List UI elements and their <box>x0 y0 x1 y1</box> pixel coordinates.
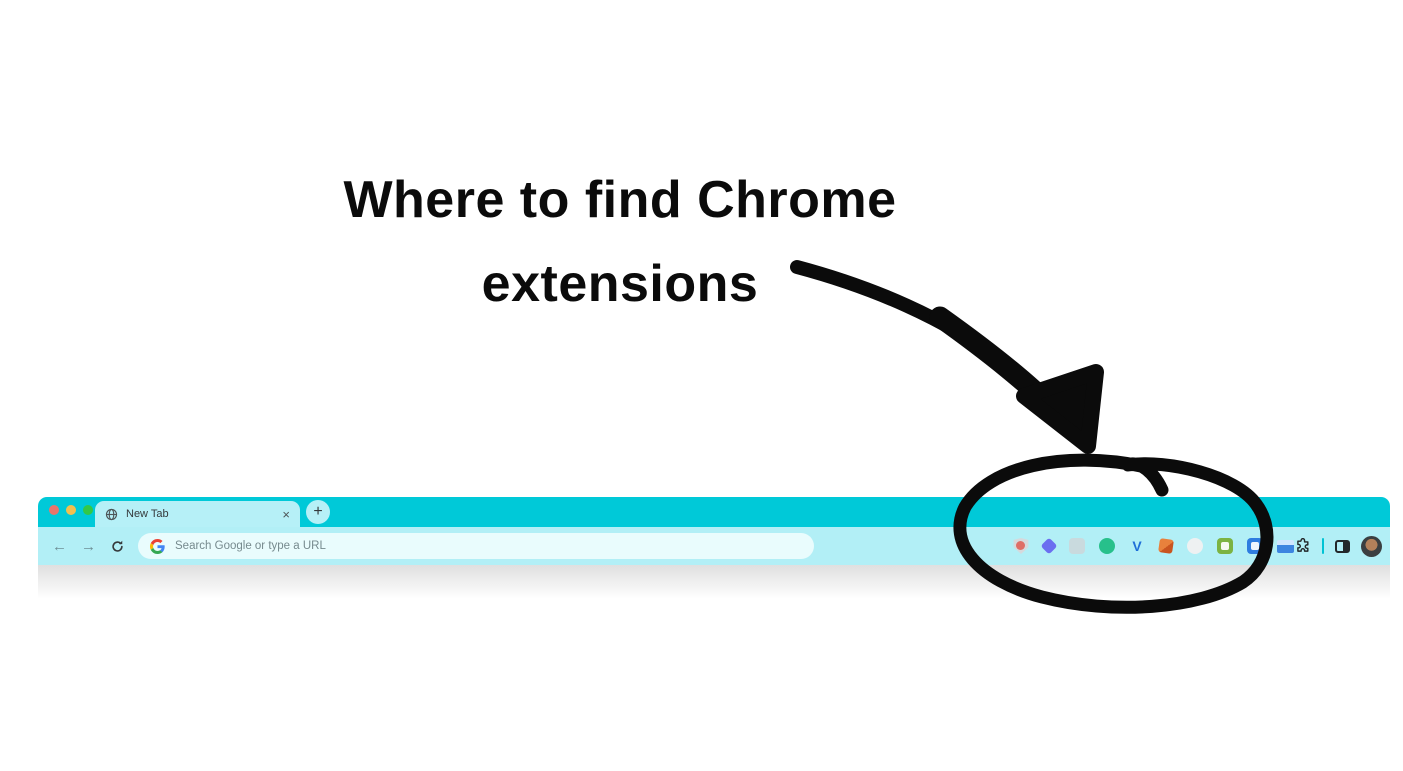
search-input[interactable] <box>175 540 802 552</box>
new-tab-button[interactable]: + <box>306 500 330 524</box>
blue-v-extension-icon[interactable]: V <box>1132 538 1142 554</box>
green-circle-extension-icon[interactable] <box>1099 538 1115 554</box>
browser-window: New Tab × + ← → V <box>38 497 1390 565</box>
google-logo-icon <box>150 538 165 554</box>
blue-book-extension-icon-mark <box>1251 542 1259 550</box>
toolbar-divider <box>1322 538 1324 554</box>
shield-extension-icon[interactable] <box>1013 538 1029 554</box>
globe-favicon-icon <box>105 508 118 520</box>
purple-diamond-extension-icon[interactable] <box>1040 537 1058 555</box>
profile-avatar[interactable] <box>1361 535 1382 557</box>
window-shadow <box>38 565 1390 599</box>
address-bar[interactable] <box>138 533 814 559</box>
side-panel-icon[interactable] <box>1335 539 1350 553</box>
maximize-traffic-light[interactable] <box>83 505 93 515</box>
minimize-traffic-light[interactable] <box>66 505 76 515</box>
reload-button[interactable] <box>110 539 125 554</box>
close-traffic-light[interactable] <box>49 505 59 515</box>
forward-button[interactable]: → <box>81 537 96 555</box>
extensions-puzzle-icon[interactable] <box>1294 537 1311 555</box>
extensions-strip: V <box>1013 527 1294 565</box>
headline-line-1: Where to find Chrome <box>343 171 897 229</box>
white-circle-extension-icon[interactable] <box>1187 538 1203 554</box>
gray-document-extension-icon[interactable] <box>1069 538 1085 554</box>
tab-title: New Tab <box>126 508 169 520</box>
headline: Where to find Chrome extensions <box>250 158 990 326</box>
green-square-extension-icon-mark <box>1221 542 1229 550</box>
arrowhead <box>1016 364 1104 454</box>
blue-book-extension-icon[interactable] <box>1247 538 1263 554</box>
green-square-extension-icon[interactable] <box>1217 538 1233 554</box>
back-button[interactable]: ← <box>52 537 67 555</box>
headline-line-2: extensions <box>481 255 759 313</box>
curved-arrow-shaft-thick <box>929 306 1065 421</box>
orange-fox-extension-icon[interactable] <box>1158 538 1174 554</box>
tab-strip: New Tab × + <box>38 497 1390 527</box>
chrome-controls <box>1294 527 1382 565</box>
tab-new-tab[interactable]: New Tab × <box>95 501 300 527</box>
traffic-lights <box>49 505 93 515</box>
blue-folder-extension-icon[interactable] <box>1277 539 1294 553</box>
tab-close-icon[interactable]: × <box>282 506 290 522</box>
